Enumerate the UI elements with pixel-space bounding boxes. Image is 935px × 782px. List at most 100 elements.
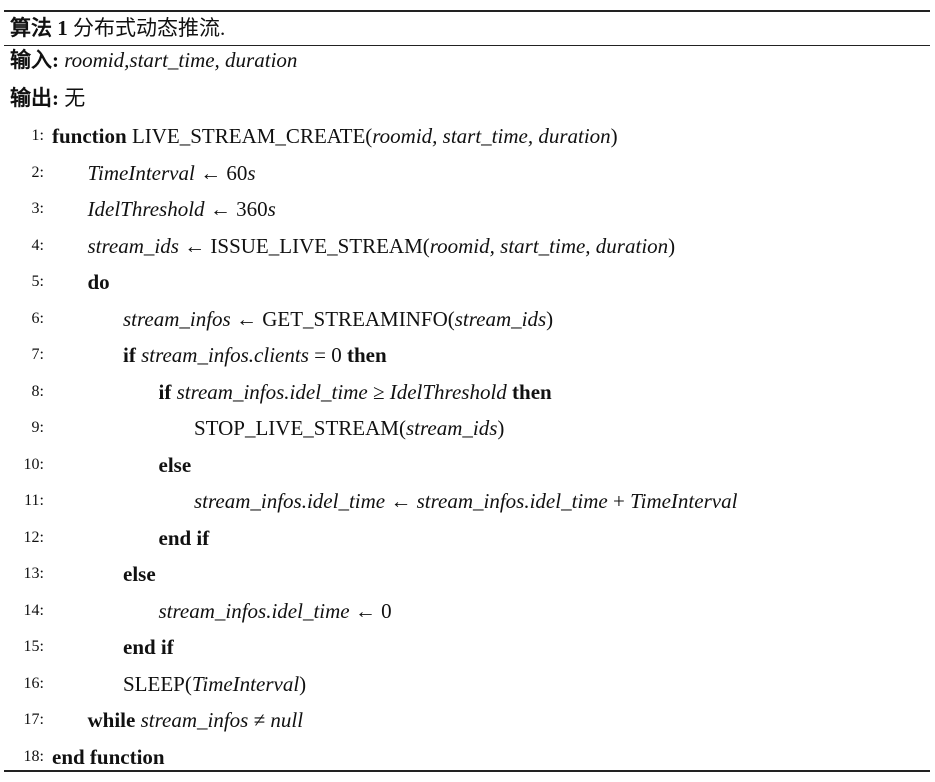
code-token: + xyxy=(607,489,631,513)
code-token: ) xyxy=(668,233,676,258)
code-token: end if xyxy=(123,635,174,659)
code-token: ( xyxy=(184,671,192,696)
code-token: ) xyxy=(299,671,307,696)
line-code: if stream_infos.idel_time ≥ IdelThreshol… xyxy=(159,375,552,409)
code-token: ← 60 xyxy=(194,160,248,185)
code-token: else xyxy=(158,452,192,477)
code-token: do xyxy=(87,270,110,294)
algorithm-box: 算法 1 分布式动态推流. 输入: roomid,start_time, dur… xyxy=(4,0,930,782)
code-token: IdelThreshold xyxy=(389,379,507,404)
code-token: stream_infos.idel_time xyxy=(194,489,386,513)
code-token: ( xyxy=(447,306,455,331)
code-token: IdelThreshold xyxy=(87,197,205,221)
code-token: ) xyxy=(497,416,505,440)
algorithm-caption: 算法 1 分布式动态推流. xyxy=(10,14,225,42)
code-token: stream_infos.idel_time xyxy=(176,379,368,404)
code-token: = 0 xyxy=(308,343,347,367)
input-value: roomid,start_time, duration xyxy=(64,48,298,72)
line-number: 2: xyxy=(31,163,44,181)
output-row: 输出: 无 xyxy=(10,84,85,112)
code-token: stream_ids xyxy=(454,306,547,331)
line-number: 3: xyxy=(31,200,44,217)
line-code: STOP_LIVE_STREAM(stream_ids) xyxy=(194,411,504,445)
line-number: 12: xyxy=(23,528,44,546)
code-token: TimeInterval xyxy=(87,160,195,185)
line-code: function LIVE_STREAM_CREATE(roomid, star… xyxy=(52,119,618,153)
code-token: ≥ xyxy=(367,379,390,404)
code-token: roomid, start_time, duration xyxy=(429,233,669,258)
code-token: ← xyxy=(230,306,263,331)
line-number: 15: xyxy=(23,638,44,655)
line-number: 7: xyxy=(31,346,44,363)
line-number: 6: xyxy=(31,309,44,327)
code-token: GET_STREAMINFO xyxy=(262,306,448,331)
line-code: end if xyxy=(123,630,174,664)
code-token: ) xyxy=(610,124,618,148)
line-number: 11: xyxy=(24,492,44,509)
line-number: 17: xyxy=(23,711,44,728)
top-rule xyxy=(4,10,930,12)
code-token: ← xyxy=(385,489,417,513)
code-token: ← 360 xyxy=(204,197,268,221)
line-code: IdelThreshold ← 360s xyxy=(88,192,276,226)
code-token: stream_ids xyxy=(405,416,498,440)
code-token: stream_infos xyxy=(140,708,249,732)
line-code: stream_infos.idel_time ← stream_infos.id… xyxy=(194,484,737,518)
code-token: then xyxy=(346,343,387,367)
line-code: do xyxy=(88,265,110,299)
line-code: if stream_infos.clients = 0 then xyxy=(123,338,387,372)
code-token: SLEEP xyxy=(123,671,185,696)
code-token: then xyxy=(506,379,552,404)
code-token: ≠ xyxy=(248,708,271,732)
code-token: s xyxy=(267,197,276,221)
line-code: end if xyxy=(159,521,210,555)
line-code: end function xyxy=(52,740,165,774)
code-token: while xyxy=(87,708,141,732)
code-token: ← xyxy=(178,233,211,258)
line-code: stream_ids ← ISSUE_LIVE_STREAM(roomid, s… xyxy=(88,229,676,263)
line-code: while stream_infos ≠ null xyxy=(88,703,304,737)
caption-rule xyxy=(4,45,930,46)
line-number: 1: xyxy=(31,127,44,144)
line-code: stream_infos ← GET_STREAMINFO(stream_ids… xyxy=(123,302,553,336)
code-token: stream_infos.idel_time xyxy=(158,598,350,623)
input-row: 输入: roomid,start_time, duration xyxy=(10,46,297,74)
line-code: stream_infos.idel_time ← 0 xyxy=(159,594,392,628)
code-token: stream_ids xyxy=(87,233,179,258)
line-number: 9: xyxy=(31,419,44,436)
line-number: 18: xyxy=(23,747,44,765)
input-label: 输入: xyxy=(10,48,59,72)
line-number: 16: xyxy=(23,674,44,692)
caption-title: 分布式动态推流. xyxy=(73,16,226,40)
code-token: function xyxy=(52,124,132,148)
line-number: 13: xyxy=(23,565,44,582)
code-token: roomid, start_time, duration xyxy=(372,124,611,148)
code-token: s xyxy=(247,160,256,185)
code-token: ← 0 xyxy=(349,598,392,623)
code-token: end function xyxy=(52,744,165,769)
code-token: TimeInterval xyxy=(191,671,300,696)
line-number: 4: xyxy=(31,236,44,254)
code-token: TimeInterval xyxy=(630,489,738,513)
code-token: if xyxy=(123,343,142,367)
line-code: else xyxy=(159,448,192,482)
code-token: ISSUE_LIVE_STREAM xyxy=(210,233,423,258)
code-token: STOP_LIVE_STREAM xyxy=(194,416,399,440)
line-code: TimeInterval ← 60s xyxy=(88,156,256,190)
line-number: 10: xyxy=(23,455,44,473)
output-label: 输出: xyxy=(10,86,59,110)
output-value: 无 xyxy=(64,86,86,110)
line-number: 14: xyxy=(23,601,44,619)
line-code: SLEEP(TimeInterval) xyxy=(123,667,306,701)
code-token: end if xyxy=(158,525,210,550)
code-token: if xyxy=(158,379,177,404)
code-token: stream_infos xyxy=(123,306,231,331)
line-number: 5: xyxy=(31,273,44,290)
code-token: stream_infos.clients xyxy=(141,343,309,367)
code-token: null xyxy=(270,708,304,732)
line-code: else xyxy=(123,557,156,591)
line-number: 8: xyxy=(31,382,44,400)
bottom-rule xyxy=(4,770,930,772)
code-token: ( xyxy=(398,416,406,440)
code-token: stream_infos.idel_time xyxy=(416,489,608,513)
